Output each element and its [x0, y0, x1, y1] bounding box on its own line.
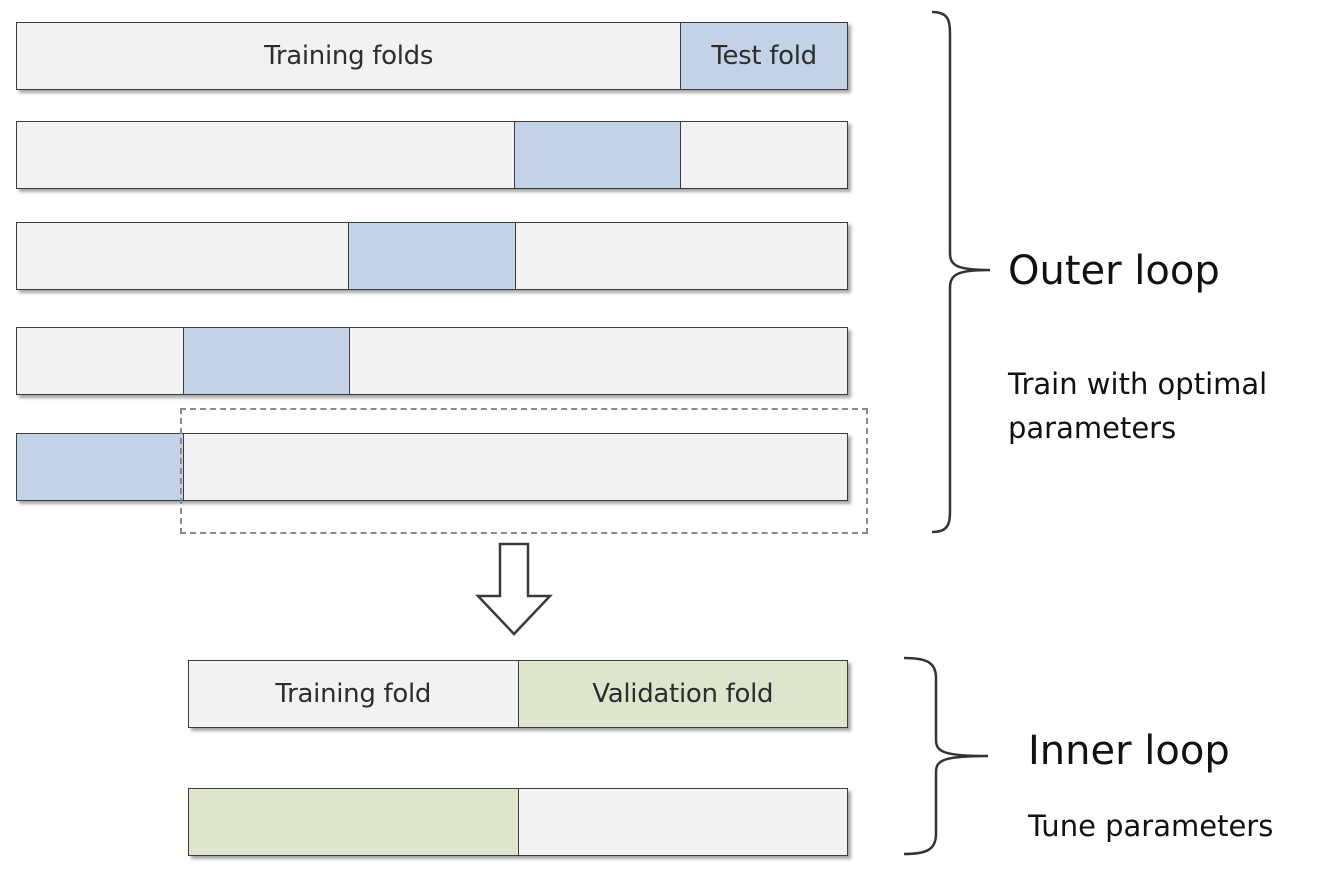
inner-loop-description: Tune parameters	[1028, 809, 1274, 843]
inner-row-2	[188, 788, 848, 856]
inner-training-fold	[517, 789, 847, 855]
inner-loop-title: Inner loop	[1028, 728, 1230, 774]
outer-row-4	[16, 327, 848, 395]
outer-test-fold: Test fold	[680, 23, 847, 89]
inner-validation-fold	[189, 789, 518, 855]
outer-test-fold	[348, 223, 515, 289]
down-arrow-icon	[475, 542, 553, 636]
outer-training-fold	[182, 434, 847, 500]
outer-loop-title: Outer loop	[1008, 248, 1220, 294]
outer-training-fold	[514, 223, 847, 289]
inner-validation-fold: Validation fold	[517, 661, 847, 727]
outer-training-fold	[349, 328, 847, 394]
outer-test-fold	[17, 434, 183, 500]
outer-training-fold	[17, 223, 349, 289]
selected-training-set-outline	[180, 408, 868, 534]
outer-training-fold	[680, 122, 847, 188]
outer-row-3	[16, 222, 848, 290]
inner-loop-brace	[903, 656, 989, 856]
outer-loop-description: Train with optimal parameters	[1008, 367, 1268, 445]
outer-training-fold	[17, 328, 183, 394]
outer-test-fold	[182, 328, 350, 394]
outer-row-2	[16, 121, 848, 189]
outer-test-fold	[513, 122, 681, 188]
outer-training-fold	[17, 122, 514, 188]
outer-training-fold: Training folds	[17, 23, 681, 89]
outer-loop-brace	[931, 10, 991, 534]
inner-training-fold: Training fold	[189, 661, 518, 727]
outer-row-5	[16, 433, 848, 501]
